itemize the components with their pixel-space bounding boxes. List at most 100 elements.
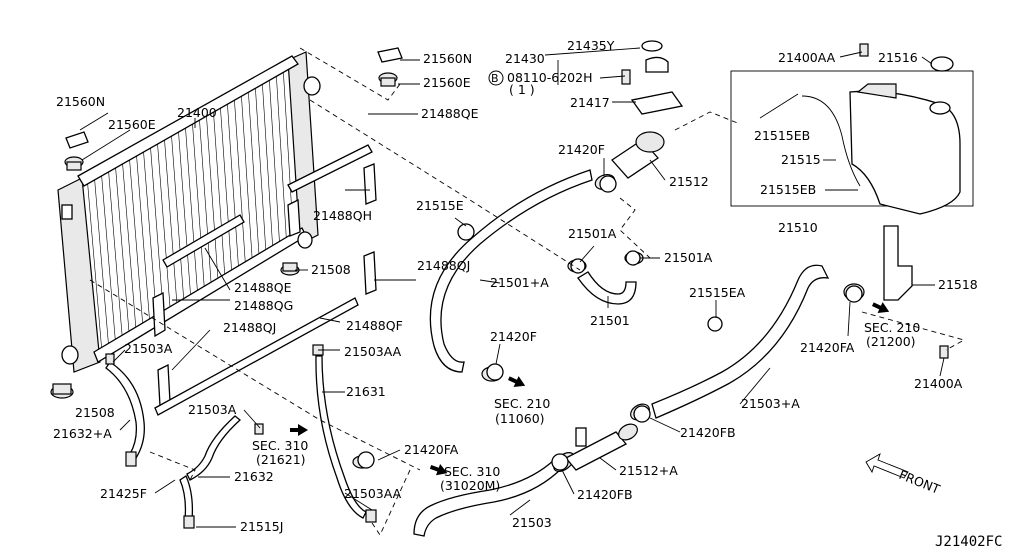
leader-lines <box>79 47 945 528</box>
radiator-fin <box>205 109 219 281</box>
section-arrow-icon <box>290 302 890 476</box>
front-label: FRONT <box>897 467 943 497</box>
section-references: SEC. 310 (21621) SEC. 310 (31020M) SEC. … <box>252 320 920 493</box>
radiator-fin <box>121 156 137 331</box>
label-21503a-left: 21503A <box>124 341 173 356</box>
label-21400a: 21400A <box>914 376 963 391</box>
radiator-fin <box>149 140 164 314</box>
radiator-fin <box>163 132 178 306</box>
label-21515j: 21515J <box>240 519 283 534</box>
mount-bracket-21560n-left <box>64 131 89 171</box>
label-21488qj-right: 21488QJ <box>417 258 470 273</box>
radiator-fin <box>219 101 232 272</box>
radiator-fin <box>86 176 103 351</box>
bolt-circle-icon: B <box>488 70 504 86</box>
reservoir-tank-21510 <box>730 43 974 301</box>
radiator-fin <box>240 89 253 260</box>
radiator-fin <box>184 120 198 293</box>
label-21488qh: 21488QH <box>313 208 372 223</box>
grommet-21508-left <box>50 383 74 399</box>
pipe-21512-a <box>564 423 638 471</box>
label-21503: 21503 <box>512 515 552 530</box>
label-21515eb-bottom: 21515EB <box>760 182 816 197</box>
radiator-fin <box>212 105 226 276</box>
label-21503a-mid: 21503A <box>188 402 237 417</box>
radiator-fin <box>275 69 287 239</box>
radiator-fin <box>135 148 150 322</box>
label-21503-a: 21503+A <box>741 396 800 411</box>
radiator-fin <box>107 164 123 339</box>
radiator-fin <box>177 124 191 297</box>
label-21516: 21516 <box>878 50 918 65</box>
hose-21632-a <box>105 361 145 467</box>
label-21515e: 21515E <box>416 198 464 213</box>
seals-21488q <box>152 144 377 416</box>
svg-text:B: B <box>491 72 499 85</box>
radiator-fin <box>93 172 109 347</box>
front-arrow-icon <box>865 453 909 479</box>
radiator-fin <box>100 168 116 343</box>
dashed-guide-lines <box>89 47 966 536</box>
label-21508-left: 21508 <box>75 405 115 420</box>
sec210-b-code: (21200) <box>866 334 916 349</box>
label-21632a: 21632+A <box>53 426 112 441</box>
label-21400: 21400 <box>177 105 217 120</box>
label-21425f: 21425F <box>100 486 147 501</box>
grommet-21508-mid <box>280 262 300 276</box>
radiator-fin <box>156 136 171 310</box>
label-08110-qty: ( 1 ) <box>509 82 535 97</box>
label-08110-6202h: 08110-6202H <box>507 70 593 85</box>
label-21510: 21510 <box>778 220 818 235</box>
label-21515eb-top: 21515EB <box>754 128 810 143</box>
label-21501a-left: 21501A <box>568 226 617 241</box>
radiator-21400 <box>57 51 321 373</box>
label-21512: 21512 <box>669 174 709 189</box>
label-21518: 21518 <box>938 277 978 292</box>
label-21420fb-bottom: 21420FB <box>577 487 633 502</box>
sec210-a-code: (11060) <box>495 411 545 426</box>
label-21420fa-mid: 21420FA <box>404 442 459 457</box>
label-21503aa-bot: 21503AA <box>344 486 402 501</box>
label-21400aa: 21400AA <box>778 50 836 65</box>
radiator-fin <box>247 85 260 256</box>
label-21515: 21515 <box>781 152 821 167</box>
label-21631: 21631 <box>346 384 386 399</box>
label-21488qj-left: 21488QJ <box>223 320 276 335</box>
label-21560n-right: 21560N <box>423 51 472 66</box>
hose-21632 <box>179 415 242 529</box>
sec210-b-label: SEC. 210 <box>864 320 920 335</box>
filler-neck-21512 <box>611 40 684 179</box>
label-21430: 21430 <box>505 51 545 66</box>
radiator-fin <box>268 73 280 243</box>
label-21515ea: 21515EA <box>689 285 746 300</box>
label-21420fa-right: 21420FA <box>800 340 855 355</box>
label-21508-mid: 21508 <box>311 262 351 277</box>
part-labels: 21400 21560N 21560E 21560N 21560E 21488Q… <box>53 38 978 534</box>
radiator-fin <box>170 128 185 301</box>
label-21632: 21632 <box>234 469 274 484</box>
mount-bracket-21560n-right <box>377 47 403 87</box>
label-21435y: 21435Y <box>567 38 615 53</box>
label-21488qg: 21488QG <box>234 298 293 313</box>
label-21488qf: 21488QF <box>346 318 403 333</box>
sec210-a-label: SEC. 210 <box>494 396 550 411</box>
label-21560e-right: 21560E <box>423 75 471 90</box>
label-21501: 21501 <box>590 313 630 328</box>
label-21488qe-top: 21488QE <box>421 106 479 121</box>
label-21420f-top: 21420F <box>558 142 605 157</box>
sec310-a-label: SEC. 310 <box>252 438 308 453</box>
radiator-fin <box>226 97 239 268</box>
radiator-fin <box>233 93 246 264</box>
label-21488qe-mid: 21488QE <box>234 280 292 295</box>
radiator-fin <box>261 77 273 247</box>
label-21501-a: 21501+A <box>490 275 549 290</box>
sec310-b-code: (31020M) <box>440 478 500 493</box>
label-21560e-left: 21560E <box>108 117 156 132</box>
label-21512-a: 21512+A <box>619 463 678 478</box>
radiator-core-fins <box>86 65 294 351</box>
label-21560n-left: 21560N <box>56 94 105 109</box>
reference-code: J21402FC <box>935 534 1002 550</box>
radiator-fin <box>114 160 130 335</box>
label-21503aa-top: 21503AA <box>344 344 402 359</box>
